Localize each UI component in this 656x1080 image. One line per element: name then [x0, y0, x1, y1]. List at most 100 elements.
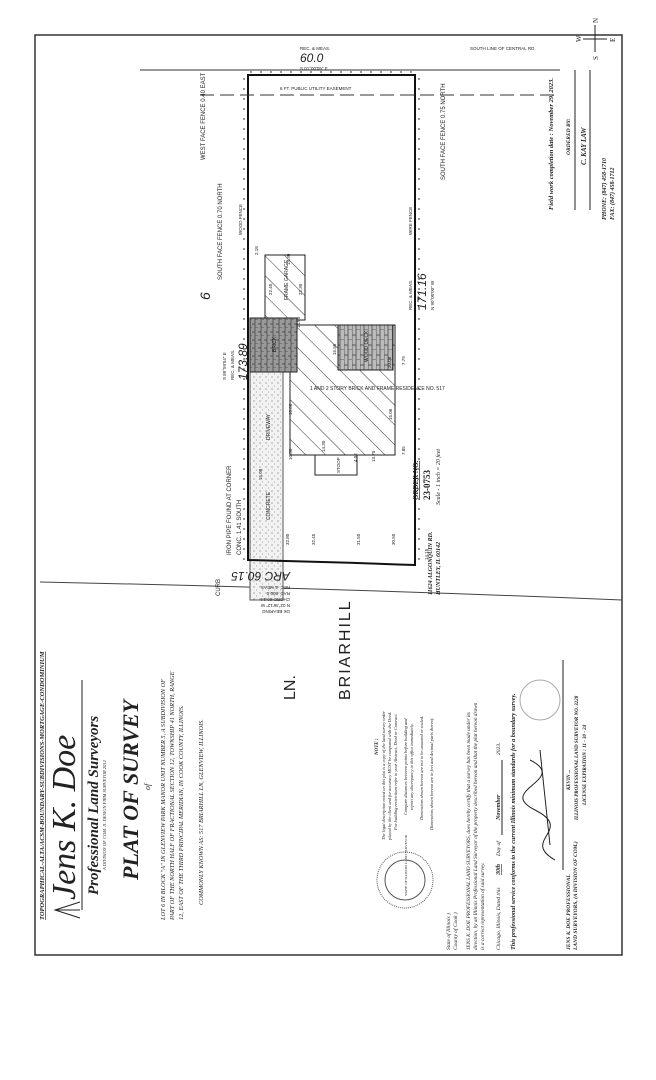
- office-phone: PHONE: (847) 458-1710: [601, 158, 608, 220]
- compass-east: E: [609, 38, 617, 42]
- services-line: TOPOGRAPHICAL-ALTA/ACSM-BOUNDARY-SUBDIVI…: [39, 651, 46, 920]
- wood-fence-label: WOOD FENCE: [238, 204, 243, 235]
- rec-meas-label: REC. & MEAS.: [300, 46, 330, 51]
- cert-body: JENS K. DOE PROFESSIONAL LAND SURVEYORS,…: [465, 712, 472, 950]
- cert-county: County of Cook ): [452, 912, 459, 950]
- dimension: 7.85: [401, 446, 406, 455]
- street-name: BRIARHILL: [337, 599, 354, 700]
- note-line: Dimensions shown hereon are in feet and …: [429, 718, 434, 831]
- front-note: OK BEARING: [261, 609, 290, 614]
- note-line: For building restrictions refer to your …: [393, 713, 399, 831]
- note-line: report any discrepancy to this office im…: [409, 723, 414, 810]
- scale: Scale - 1 inch = 20 feet: [435, 449, 442, 505]
- rec-meas-label: REC. & MEAS.: [408, 280, 413, 310]
- note-line: placed by the client and for accuracy MU…: [387, 712, 392, 841]
- front-chord: CHORD 60.14: [260, 597, 290, 602]
- cert-surveyor: KEVIN ...: [567, 769, 572, 791]
- cert-body: direction, by an Illinois Professional L…: [472, 702, 479, 950]
- rec-meas-label: REC. & MEAS.: [260, 585, 290, 590]
- deck-label: WOOD DECK: [364, 330, 370, 362]
- ordered-by-label: ORDERED BY:: [566, 119, 572, 155]
- office-address: HUNTLEY, IL 60142: [436, 542, 442, 596]
- legal-description-line: LOT 6 IN BLOCK "A" IN GLENVIEW PARK MANO…: [160, 679, 167, 921]
- legal-description-line: PART OF THE NORTH HALF OF FRACTIONAL SEC…: [169, 671, 176, 921]
- note-line: Dimensions shown hereon are not to be as…: [419, 716, 424, 821]
- dimension-labels: 32.80 32.45 31.50 30.50 14.15 15.08 14.3…: [254, 246, 429, 560]
- compass: N S W E: [575, 18, 617, 60]
- surveyor-tripod-icon: [53, 901, 81, 919]
- stoop-label: STOOP: [336, 457, 341, 473]
- street: CURB LN. BRIARHILL: [39, 579, 623, 700]
- sheet-border: [34, 34, 623, 956]
- front-radius: RAD. 800.0: [266, 591, 290, 596]
- dimension: 15.08: [258, 468, 263, 480]
- stoop: [314, 454, 358, 476]
- notes: NOTE : The legal description noted on th…: [375, 711, 434, 841]
- dimension: 15.06: [388, 408, 393, 420]
- order-number: 23-0753: [422, 470, 432, 500]
- dimension: 32.80: [285, 533, 290, 545]
- dimension: 32.45: [311, 533, 316, 545]
- corner-note: CONC. 1.41 SOUTH: [237, 500, 243, 555]
- notes-title: NOTE :: [375, 738, 380, 756]
- certification: State of Illinois ) County of Cook ) JEN…: [445, 660, 588, 951]
- curb-label: CURB: [216, 579, 222, 596]
- dimension: 4.02: [353, 453, 358, 462]
- south-line-label: SOUTH LINE OF CENTRAL RD.: [470, 46, 536, 51]
- company-name: Jens K. Doe: [46, 735, 83, 900]
- brick-label: BRICK: [272, 336, 278, 352]
- dimension: 30.50: [391, 533, 396, 545]
- cert-year: 2023.: [496, 743, 502, 755]
- street-suffix: LN.: [282, 675, 299, 700]
- easement-label: 6 FT. PUBLIC UTILITY EASEMENT: [280, 86, 352, 91]
- dimension: 2.18: [254, 246, 259, 255]
- note-line: Compare distances between points before …: [403, 718, 408, 815]
- cert-firm: LAND SURVEYORS, (A DIVISION OF COM.): [572, 841, 579, 951]
- note-line: The legal description noted on this plat…: [381, 711, 386, 840]
- dimension: 18.86: [288, 403, 293, 415]
- cert-day: 30th: [496, 863, 502, 876]
- corner-note: SOUTH FACE FENCE 0.70 NORTH: [218, 183, 224, 280]
- cert-license-exp: LICENSE EXPIRATION : 11 - 30 - 24: [583, 724, 588, 806]
- dimension: 10.30: [288, 448, 293, 460]
- dimension: 22.30: [298, 283, 303, 295]
- dimension: 13.70: [371, 450, 376, 462]
- corner-notes: IRON PIPE FOUND AT CORNER SOUTH FACE FEN…: [201, 72, 447, 555]
- garage-label: FRAME GARAGE: [284, 259, 290, 300]
- compass-north: N: [592, 18, 600, 23]
- brick-patio: [249, 317, 298, 373]
- cert-dated: Chicago, Illinois, Dated this: [496, 888, 502, 951]
- cert-body: is a correct representation of said surv…: [479, 862, 486, 950]
- office-info: 11624 ALGONQUIN RD. HUNTLEY, IL 60142 OR…: [412, 158, 616, 596]
- compass-south: S: [592, 56, 600, 60]
- field-work-block: Field work completion date : November 29…: [548, 70, 591, 210]
- cert-firm: JENS K. DOE PROFESSIONAL: [566, 874, 572, 951]
- corner-note: IRON PIPE FOUND AT CORNER: [227, 465, 233, 555]
- commonly-known-as: COMMONLY KNOWN AS: 517 BRIARHILL LN, GLE…: [198, 719, 205, 905]
- rec-meas-label: REC. & MEAS.: [230, 350, 235, 380]
- rear-line-bearing: S 01°00'05" E: [300, 66, 328, 71]
- company-tagline: A DIVISION OF COM. II. DESIGN FIRM SURVE…: [102, 759, 107, 871]
- title-block: TOPOGRAPHICAL-ALTA/ACSM-BOUNDARY-SUBDIVI…: [39, 651, 205, 921]
- driveway: [249, 371, 284, 601]
- office-fax: FAX: (847) 458-1712: [609, 168, 616, 220]
- front-arc: ARC 60.15: [231, 569, 291, 583]
- front-bearing: N 02°36'12" W: [260, 603, 290, 608]
- residence-label: 1 AND 2 STORY BRICK AND FRAME RESIDENCE …: [310, 386, 445, 392]
- driveway-label: DRIVEWAY: [266, 413, 272, 440]
- dimension: 14.30: [286, 253, 291, 265]
- dimension: 7.79: [401, 356, 406, 365]
- rear-line-dimension: 60.0: [300, 51, 324, 65]
- legal-description-line: 12, EAST OF THE THIRD PRINCIPAL MERIDIAN…: [178, 705, 185, 920]
- plat-title-of: of: [143, 782, 152, 790]
- field-work-date: Field work completion date : November 29…: [548, 78, 555, 210]
- right-line-dimension: 171.16: [415, 273, 429, 310]
- right-line-bearing: N 90°00'00" W: [430, 280, 435, 310]
- dimension: 22.40: [268, 283, 273, 295]
- corner-note: SOUTH FACE FENCE 0.75 NORTH: [441, 83, 447, 180]
- dimension: 14.60: [296, 316, 301, 328]
- cert-month: November: [496, 794, 502, 821]
- seal-text: STATE OF ILLINOIS LAND SURVEYOR: [404, 834, 408, 896]
- wire-fence-label: WIRE FENCE: [408, 207, 413, 235]
